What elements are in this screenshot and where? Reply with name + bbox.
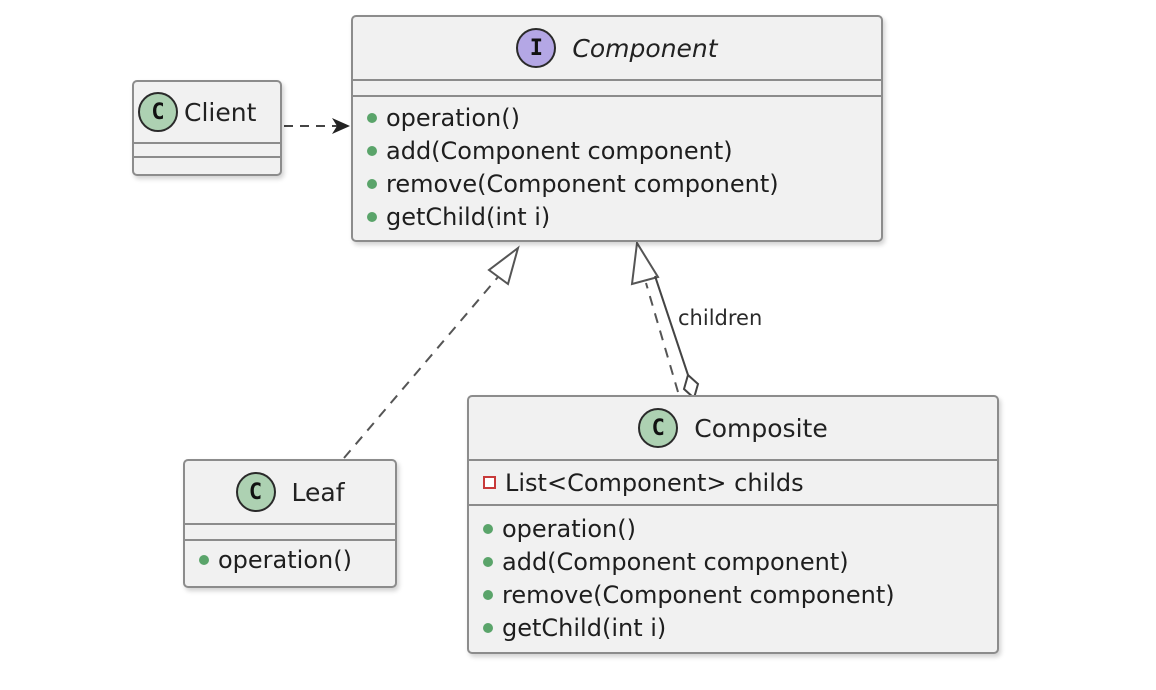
dependency-arrowhead [332, 118, 350, 134]
leaf-header: C Leaf [185, 461, 395, 523]
component-methods-compartment: operation() add(Component component) rem… [353, 97, 881, 239]
method-signature: operation() [502, 514, 636, 543]
leaf-class-box[interactable]: C Leaf operation() [183, 459, 397, 588]
composite-class-name: Composite [694, 413, 828, 443]
method-item: getChild(int i) [367, 200, 881, 233]
public-visibility-icon [483, 589, 493, 600]
public-visibility-icon [367, 145, 377, 156]
composite-class-box[interactable]: C Composite List<Component> childs opera… [467, 395, 999, 654]
class-stereotype-icon: C [138, 92, 178, 132]
method-item: operation() [483, 512, 997, 545]
method-signature: operation() [386, 103, 520, 132]
aggregation-label: children [678, 306, 763, 330]
method-signature: add(Component component) [502, 547, 849, 576]
composite-fields-compartment: List<Component> childs [469, 461, 997, 504]
class-badge-letter: C [151, 99, 165, 125]
leaf-methods-compartment: operation() [185, 541, 395, 582]
component-interface-box[interactable]: I Component operation() add(Component co… [351, 15, 883, 242]
private-visibility-icon [483, 476, 496, 489]
public-visibility-icon [367, 211, 377, 222]
component-interface-name: Component [572, 33, 718, 63]
public-visibility-icon [483, 622, 493, 633]
class-badge-letter: C [248, 479, 263, 505]
client-divider-1 [134, 142, 280, 144]
interface-stereotype-icon: I [516, 28, 557, 68]
component-header: I Component [353, 17, 881, 79]
method-item: add(Component component) [367, 134, 881, 167]
component-fields-compartment [353, 81, 881, 95]
method-item: operation() [367, 101, 881, 134]
public-visibility-icon [367, 112, 377, 123]
class-stereotype-icon: C [235, 472, 276, 512]
method-signature: add(Component component) [386, 136, 733, 165]
component-divider-1 [353, 79, 881, 81]
method-item: remove(Component component) [367, 167, 881, 200]
leaf-fields-compartment [185, 525, 395, 539]
field-signature: List<Component> childs [505, 468, 804, 497]
leaf-class-name: Leaf [291, 477, 345, 507]
interface-badge-letter: I [529, 35, 544, 61]
method-signature: getChild(int i) [502, 613, 667, 642]
method-item: operation() [199, 543, 395, 576]
field-item: List<Component> childs [483, 466, 997, 499]
class-badge-letter: C [651, 415, 665, 441]
method-signature: remove(Component component) [502, 580, 895, 609]
aggregation-line [654, 275, 689, 376]
leaf-divider-2 [185, 539, 395, 541]
client-class-box[interactable]: C Client [132, 80, 282, 176]
client-divider-2 [134, 156, 280, 158]
public-visibility-icon [483, 556, 493, 567]
composite-divider-2 [469, 504, 997, 506]
method-item: add(Component component) [483, 545, 997, 578]
method-signature: getChild(int i) [386, 202, 551, 231]
leaf-realization-line [343, 276, 499, 459]
composite-realization-arrowhead [630, 240, 660, 286]
component-divider-2 [353, 95, 881, 97]
composite-header: C Composite [469, 397, 997, 459]
leaf-divider-1 [185, 523, 395, 525]
method-item: getChild(int i) [483, 611, 997, 644]
client-methods-compartment [134, 158, 280, 170]
method-signature: operation() [218, 545, 352, 574]
client-class-name: Client [184, 97, 257, 127]
leaf-realization-arrowhead [487, 245, 520, 286]
client-fields-compartment [134, 144, 280, 156]
client-header: C Client [134, 82, 280, 142]
method-signature: remove(Component component) [386, 169, 779, 198]
public-visibility-icon [483, 523, 493, 534]
composite-methods-compartment: operation() add(Component component) rem… [469, 506, 997, 650]
composite-realization-line [645, 282, 679, 393]
method-item: remove(Component component) [483, 578, 997, 611]
class-stereotype-icon: C [638, 408, 679, 448]
public-visibility-icon [199, 554, 209, 565]
public-visibility-icon [367, 178, 377, 189]
composite-divider-1 [469, 459, 997, 461]
